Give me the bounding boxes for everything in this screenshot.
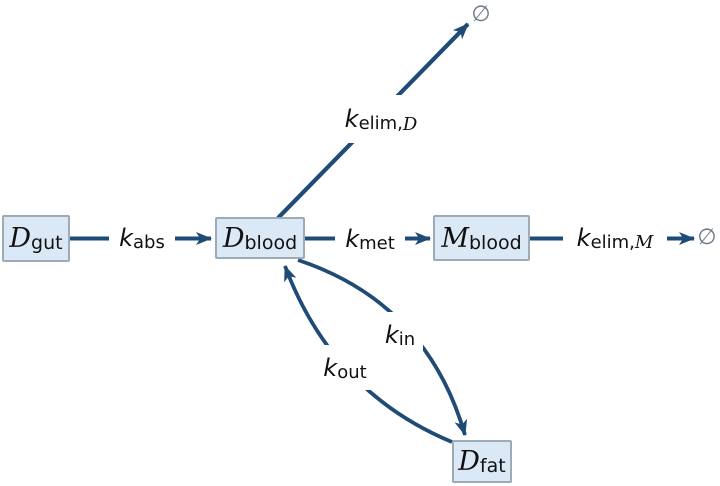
empty-set-sink-right: ∅ (697, 225, 717, 250)
k-in-symbol: k (384, 320, 399, 349)
k-out-symbol: k (323, 353, 338, 382)
k-elim-m-subscript: elim, (590, 231, 635, 253)
k-elim-m-subscript-symbol: M (634, 232, 654, 253)
node-m-blood-subscript: blood (469, 231, 522, 254)
node-m-blood-symbol: M (441, 222, 469, 254)
k-abs-symbol: k (119, 224, 134, 252)
empty-set-sink-top: ∅ (471, 2, 491, 27)
node-d-gut-subscript: gut (31, 232, 63, 254)
k-elim-d-subscript: elim, (358, 113, 403, 134)
node-d-blood-symbol: D (222, 222, 245, 254)
node-d-fat-symbol: D (458, 446, 480, 477)
k-met-symbol: k (345, 224, 360, 253)
node-d-fat-subscript: fat (479, 455, 506, 477)
k-elim-d-symbol: k (344, 105, 359, 133)
k-abs-subscript: abs (133, 232, 165, 253)
node-d-blood-subscript: blood (244, 231, 298, 254)
node-d-gut-symbol: D (9, 223, 32, 254)
k-elim-m-symbol: k (576, 223, 591, 252)
k-out-subscript: out (337, 361, 367, 383)
k-elim-d-subscript-symbol: D (402, 113, 418, 135)
k-in-subscript: in (398, 328, 416, 350)
k-met-subscript: met (359, 232, 395, 254)
